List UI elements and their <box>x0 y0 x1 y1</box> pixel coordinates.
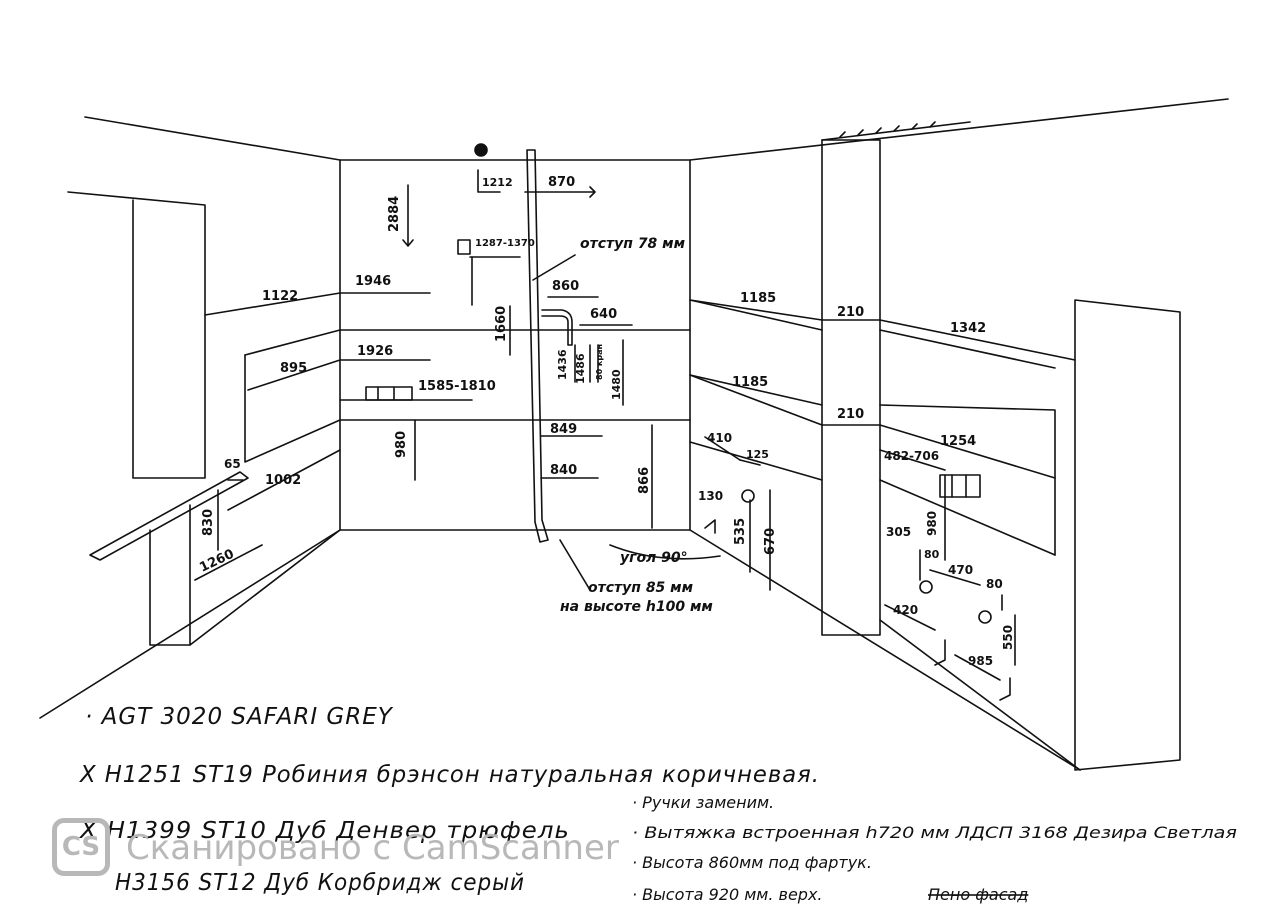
dim-840: 840 <box>550 463 577 478</box>
dim-410: 410 <box>707 431 732 445</box>
dim-985: 985 <box>968 654 993 668</box>
dim-1254: 1254 <box>940 434 976 449</box>
dim-1342: 1342 <box>950 321 986 336</box>
dim-1185-top: 1185 <box>740 291 776 306</box>
dim-305: 305 <box>886 525 911 539</box>
dim-1585-1810: 1585-1810 <box>418 379 496 394</box>
dim-550: 550 <box>1001 625 1015 650</box>
dim-866: 866 <box>637 467 652 494</box>
dim-482-706: 482-706 <box>884 449 939 463</box>
dim-849: 849 <box>550 422 577 437</box>
right-door <box>1074 299 1181 771</box>
dim-80-b: 80 <box>986 577 1003 591</box>
dim-860: 860 <box>552 279 579 294</box>
dim-1946: 1946 <box>355 274 391 289</box>
dim-980-left: 980 <box>394 431 409 458</box>
dim-small-80: 80 кран <box>595 344 604 380</box>
dim-1486: 1486 <box>574 353 587 384</box>
vent-pipe <box>526 149 549 543</box>
offset-85-line2: на высоте h100 мм <box>560 599 713 615</box>
dim-1212: 1212 <box>482 176 513 189</box>
dim-1436: 1436 <box>556 349 569 380</box>
camscanner-watermark: Сканировано с CamScanner <box>126 828 619 868</box>
dim-870: 870 <box>548 175 575 190</box>
material-2: X H1251 ST19 Робиния брэнсон натуральная… <box>79 762 820 788</box>
dim-420: 420 <box>893 603 918 617</box>
note-2: · Вытяжка встроенная h720 мм ЛДСП 3168 Д… <box>632 823 1237 842</box>
note-3: · Высота 860мм под фартук. <box>632 853 872 872</box>
dim-1926: 1926 <box>357 344 393 359</box>
dim-1002: 1002 <box>265 473 301 488</box>
dim-125: 125 <box>746 448 769 461</box>
offset-85-line1: отступ 85 мм <box>588 580 693 596</box>
note-1: · Ручки заменим. <box>632 793 774 812</box>
dim-1260: 1260 <box>197 547 236 576</box>
camscanner-logo: CS <box>52 818 110 876</box>
dim-980-right: 980 <box>925 511 939 536</box>
dim-2884: 2884 <box>387 196 402 232</box>
dim-535: 535 <box>733 518 748 545</box>
offset-78: отступ 78 мм <box>580 236 685 252</box>
material-3: X H1399 ST10 Дуб Денвер трюфель <box>79 818 570 844</box>
dim-1480: 1480 <box>610 369 623 400</box>
dim-210-mid: 210 <box>837 407 864 422</box>
left-window <box>67 191 206 479</box>
angle-90: угол 90° <box>620 550 688 566</box>
dim-640: 640 <box>590 307 617 322</box>
dim-210-top: 210 <box>837 305 864 320</box>
dim-65: 65 <box>224 457 241 471</box>
dim-830: 830 <box>201 509 216 536</box>
dim-895: 895 <box>280 361 307 376</box>
column <box>821 139 881 636</box>
dim-670: 670 <box>763 528 778 555</box>
dim-1122: 1122 <box>262 289 298 304</box>
dim-80-a: 80 <box>924 548 940 561</box>
dim-1660: 1660 <box>494 306 509 342</box>
note-4: · Высота 920 мм. верх. <box>632 885 823 904</box>
dim-130: 130 <box>698 489 723 503</box>
dim-470: 470 <box>948 563 973 577</box>
material-4: H3156 ST12 Дуб Корбридж серый <box>115 870 525 896</box>
dim-1287-1370: 1287-1370 <box>475 238 535 249</box>
dim-1185-mid: 1185 <box>732 375 768 390</box>
material-1: · AGT 3020 SAFARI GREY <box>85 704 394 730</box>
note-4-struck: Пено фасад <box>928 885 1028 904</box>
